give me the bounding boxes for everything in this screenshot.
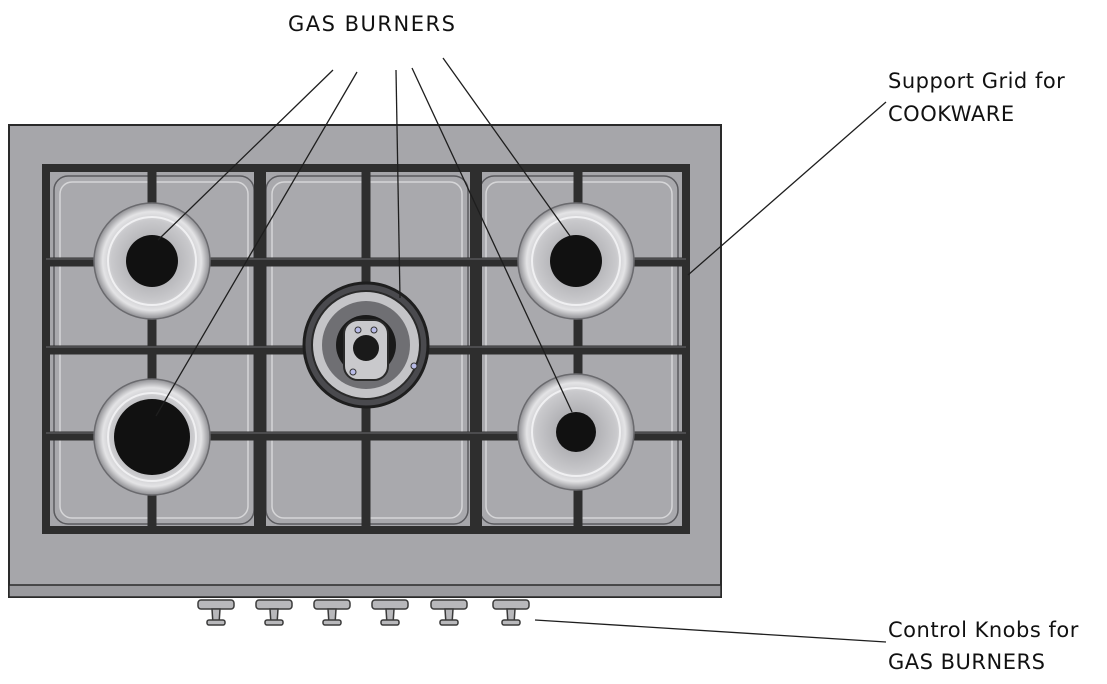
control-knobs-label-line2: GAS BURNERS bbox=[888, 650, 1046, 674]
burner-bottom-left bbox=[93, 378, 211, 496]
control-knobs bbox=[197, 599, 530, 626]
knob-2 bbox=[255, 599, 293, 626]
leader-lines bbox=[155, 57, 887, 643]
knob-3 bbox=[313, 599, 351, 626]
knob-1 bbox=[197, 599, 235, 626]
burner-bottom-right bbox=[517, 373, 635, 491]
support-grid-label-line1: Support Grid for bbox=[888, 69, 1066, 93]
burner-center-wok bbox=[302, 281, 430, 409]
knob-4 bbox=[371, 599, 409, 626]
control-knobs-label-line1: Control Knobs for bbox=[888, 618, 1079, 642]
burner-top-right bbox=[517, 202, 635, 320]
knob-6 bbox=[492, 599, 530, 626]
support-grid-label-line2: COOKWARE bbox=[888, 102, 1015, 126]
gas-burners-label: GAS BURNERS bbox=[288, 12, 457, 36]
burner-top-left bbox=[93, 202, 211, 320]
knob-5 bbox=[430, 599, 468, 626]
